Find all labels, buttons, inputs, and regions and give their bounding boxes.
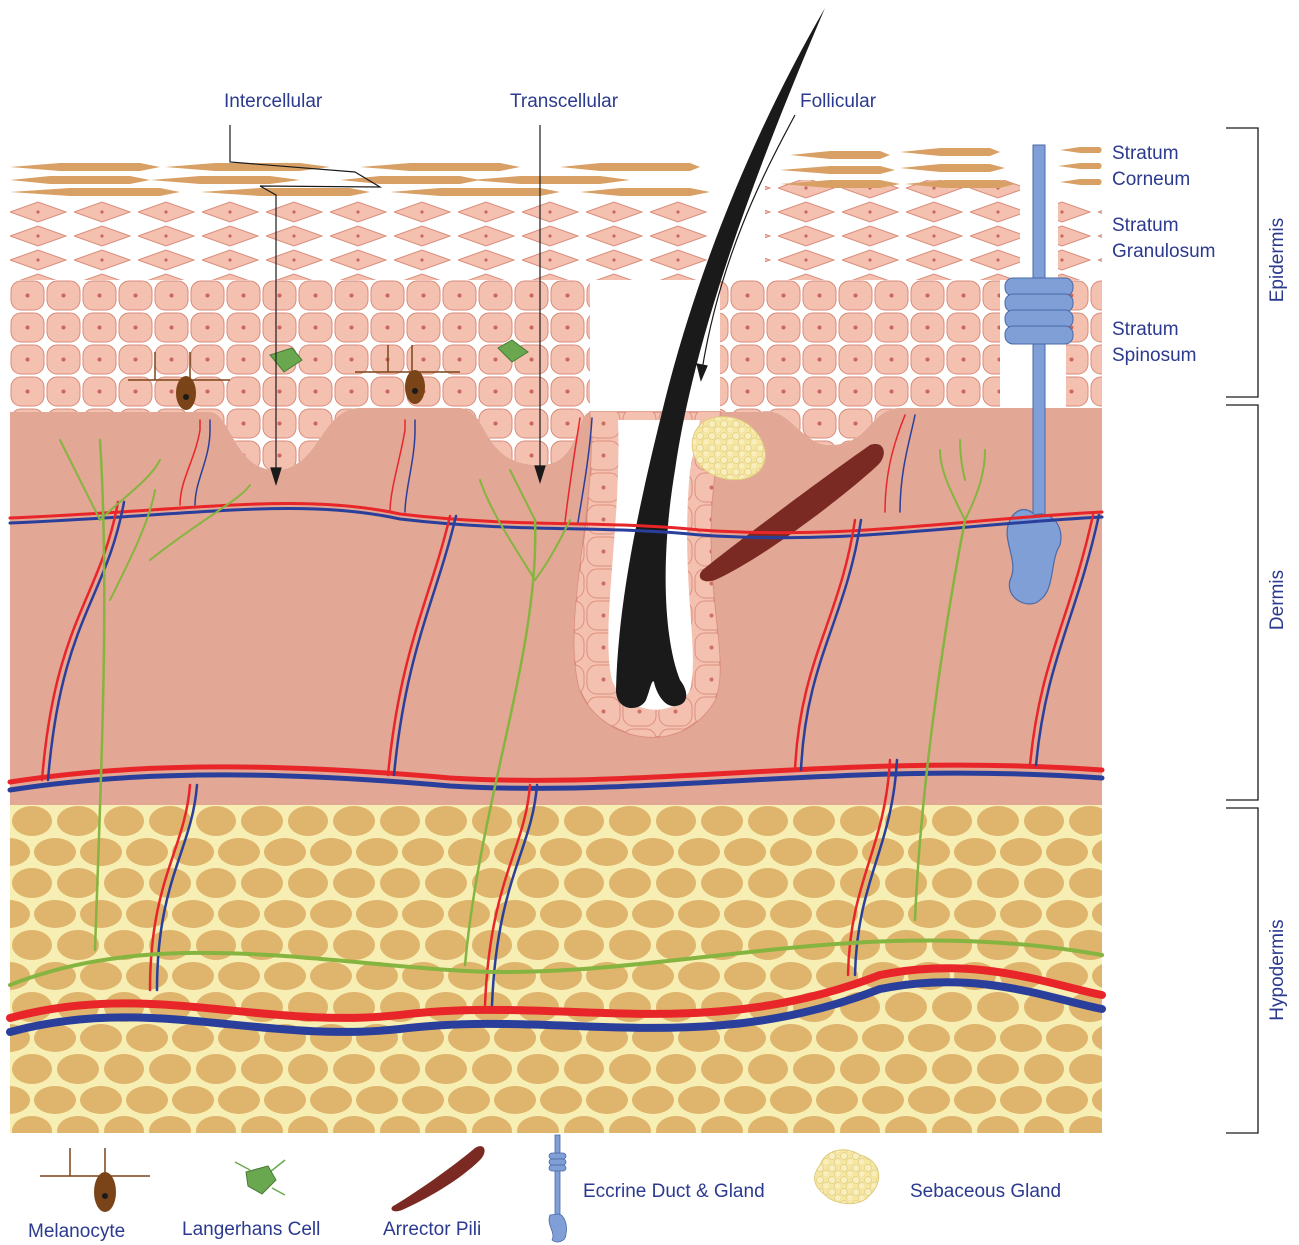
stratum-granulosum-line2: Granulosum (1112, 239, 1216, 265)
legend-langerhans-icon (235, 1160, 285, 1195)
stratum-spinosum-line1: Stratum (1112, 317, 1197, 343)
stratum-granulosum-right (765, 180, 1020, 280)
stratum-granulosum-left (10, 200, 710, 280)
stratum-granulosum-label: Stratum Granulosum (1112, 213, 1216, 265)
hypodermis-label: Hypodermis (1267, 910, 1289, 1030)
legend-arrector-pili-icon (391, 1146, 484, 1211)
stratum-granulosum-line1: Stratum (1112, 213, 1216, 239)
legend-langerhans-label: Langerhans Cell (182, 1217, 320, 1243)
legend-eccrine-icon (549, 1135, 567, 1242)
dermis-label: Dermis (1267, 550, 1289, 650)
epidermis-label: Epidermis (1267, 210, 1289, 310)
legend-sebaceous-icon (815, 1150, 879, 1204)
stratum-spinosum-label: Stratum Spinosum (1112, 317, 1197, 369)
dermis-layer (10, 408, 600, 805)
stratum-corneum-line1: Stratum (1112, 141, 1190, 167)
stratum-corneum-line2: Corneum (1112, 167, 1190, 193)
legend-arrector-pili-label: Arrector Pili (383, 1217, 481, 1243)
legend-eccrine-label: Eccrine Duct & Gland (583, 1179, 765, 1205)
layer-brackets (1226, 128, 1258, 1133)
stratum-granulosum-far-right (1058, 200, 1102, 280)
transcellular-label: Transcellular (510, 89, 618, 115)
legend-melanocyte-icon (40, 1148, 150, 1212)
follicular-label: Follicular (800, 89, 876, 115)
stratum-corneum-label: Stratum Corneum (1112, 141, 1190, 193)
legend-sebaceous-label: Sebaceous Gland (910, 1179, 1061, 1205)
stratum-spinosum-line2: Spinosum (1112, 343, 1197, 369)
intercellular-label: Intercellular (224, 89, 322, 115)
legend-melanocyte-label: Melanocyte (28, 1219, 125, 1245)
